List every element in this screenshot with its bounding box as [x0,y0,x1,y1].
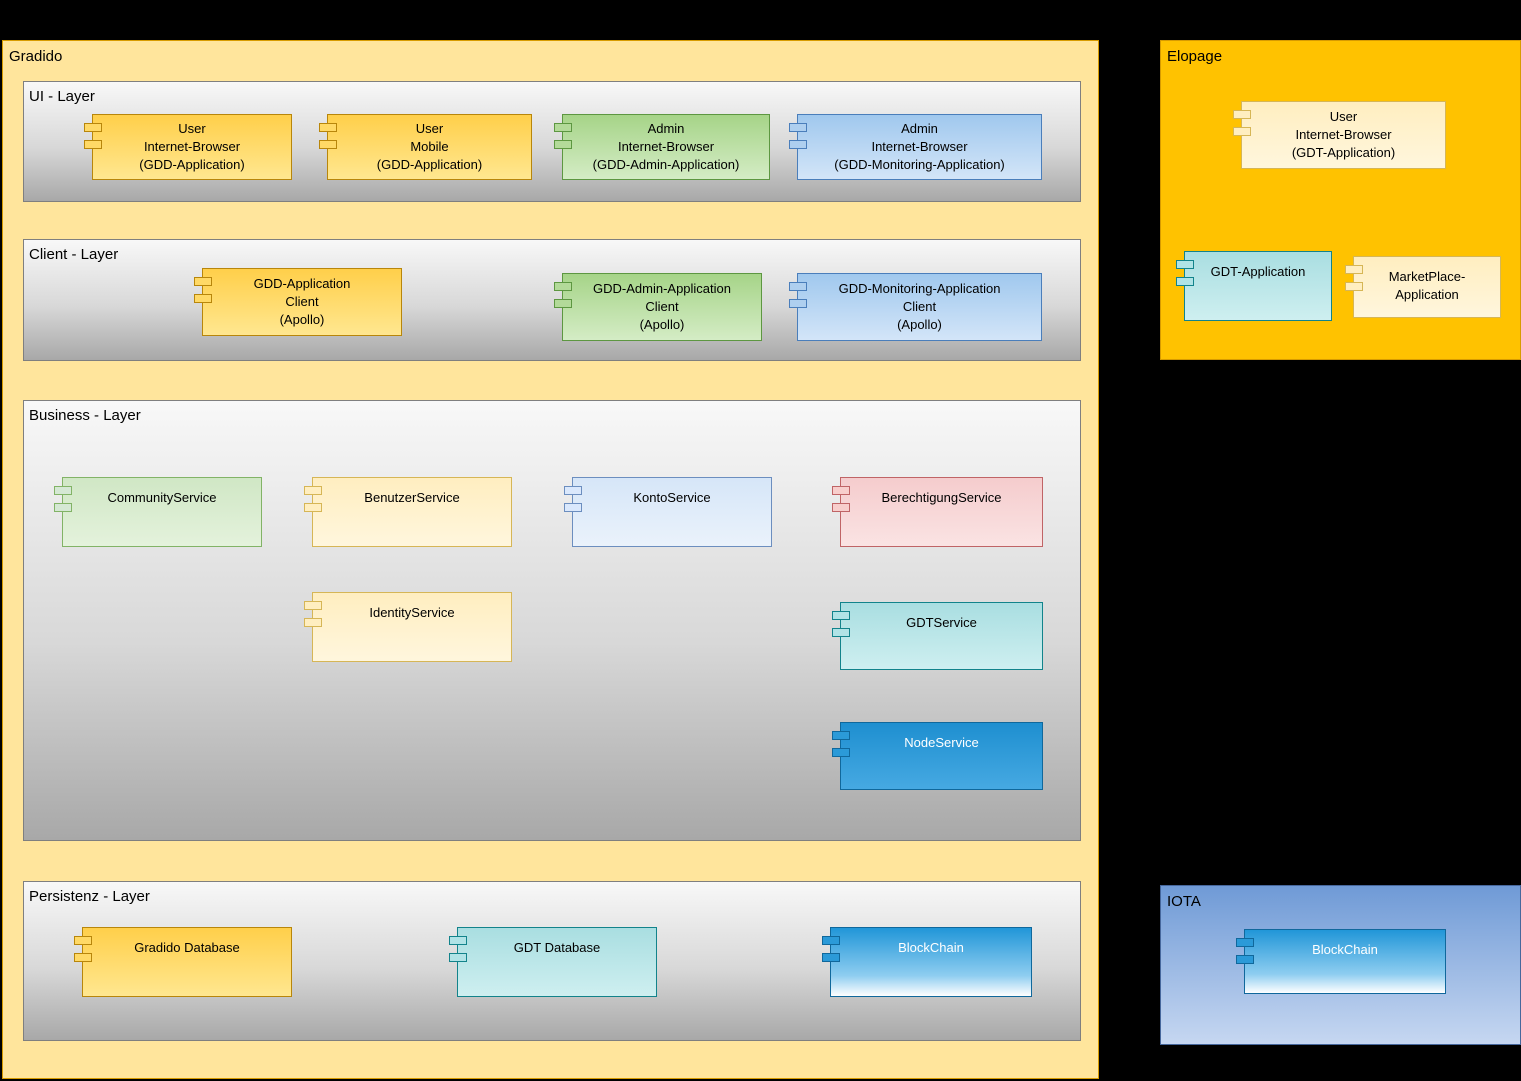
business-layer-title: Business - Layer [29,407,141,424]
persistenz-layer-title: Persistenz - Layer [29,888,150,905]
component-gdt-database: GDT Database [449,927,657,997]
component-label: BlockChain [898,940,964,955]
component-identity-service: IdentityService [304,592,512,662]
component-label: Gradido Database [134,940,240,955]
component-konto-service: KontoService [564,477,772,547]
component-label: User Internet-Browser (GDT-Application) [1291,108,1396,161]
component-user-mobile-gdd: User Mobile (GDD-Application) [319,114,532,180]
elopage-title: Elopage [1167,48,1223,65]
component-label: User Internet-Browser (GDD-Application) [139,120,245,173]
component-label: CommunityService [107,490,217,505]
component-gdt-application: GDT-Application [1176,251,1332,321]
client-layer-title: Client - Layer [29,246,119,263]
component-label: BenutzerService [364,490,460,505]
component-user-internet-browser-gdd: User Internet-Browser (GDD-Application) [84,114,292,180]
ui-layer: UI - Layer User Internet-Browser (GDD-Ap… [23,81,1081,202]
component-label: BerechtigungService [881,490,1002,505]
component-gdt-service: GDTService [832,602,1043,670]
component-benutzer-service: BenutzerService [304,477,512,547]
component-label: GDTService [906,615,977,630]
elopage-container: Elopage User Internet-Browser (GDT-Appli… [1160,40,1521,360]
component-label: MarketPlace- Application [1388,269,1466,303]
component-label: User Mobile (GDD-Application) [376,120,483,173]
component-label: Admin Internet-Browser (GDD-Admin-Applic… [592,120,740,173]
component-admin-internet-browser-gdd-monitoring: Admin Internet-Browser (GDD-Monitoring-A… [789,114,1042,180]
component-label: Admin Internet-Browser (GDD-Monitoring-A… [834,120,1005,173]
component-gdd-monitoring-application-client: GDD-Monitoring-Application Client (Apoll… [789,273,1042,341]
component-user-internet-browser-gdt: User Internet-Browser (GDT-Application) [1233,101,1446,169]
component-label: KontoService [633,490,711,505]
component-gradido-database: Gradido Database [74,927,292,997]
component-label: GDD-Monitoring-Application Client (Apoll… [838,280,1001,333]
component-label: GDT Database [513,940,601,955]
component-label: BlockChain [1312,942,1378,957]
component-label: GDD-Application Client (Apollo) [253,275,351,328]
component-gdd-application-client: GDD-Application Client (Apollo) [194,268,402,336]
business-layer: Business - Layer CommunityService Benutz… [23,400,1081,841]
component-label: NodeService [904,735,979,750]
ui-layer-title: UI - Layer [29,88,95,105]
component-blockchain-persistenz: BlockChain [822,927,1032,997]
component-admin-internet-browser-gdd-admin: Admin Internet-Browser (GDD-Admin-Applic… [554,114,770,180]
component-label: IdentityService [369,605,455,620]
client-layer: Client - Layer GDD-Application Client (A… [23,239,1081,361]
component-gdd-admin-application-client: GDD-Admin-Application Client (Apollo) [554,273,762,341]
gradido-container: Gradido UI - Layer User Internet-Browser… [2,40,1099,1079]
component-label: GDD-Admin-Application Client (Apollo) [593,280,731,333]
gradido-title: Gradido [9,48,63,65]
component-marketplace-application: MarketPlace- Application [1345,256,1501,318]
component-blockchain-iota: BlockChain [1236,929,1446,994]
iota-title: IOTA [1167,893,1201,910]
iota-container: IOTA BlockChain [1160,885,1521,1045]
component-berechtigung-service: BerechtigungService [832,477,1043,547]
component-node-service: NodeService [832,722,1043,790]
component-community-service: CommunityService [54,477,262,547]
component-label: GDT-Application [1210,264,1306,279]
persistenz-layer: Persistenz - Layer Gradido Database GDT … [23,881,1081,1041]
